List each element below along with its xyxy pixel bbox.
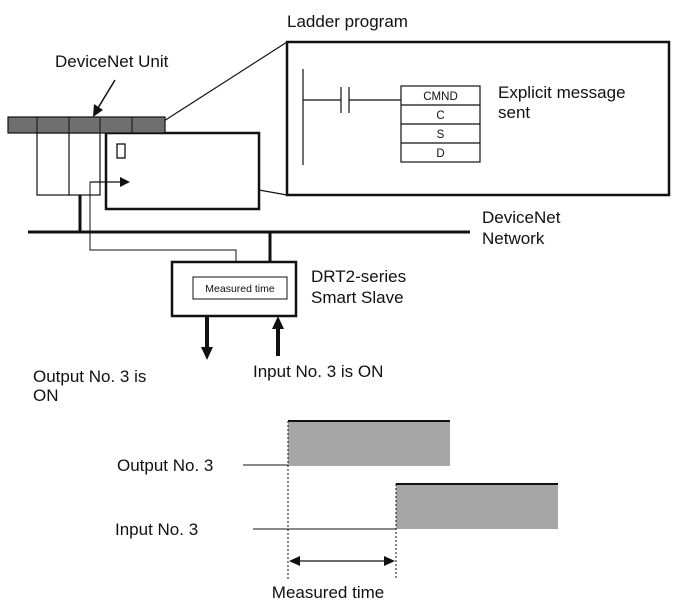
timing-input-label: Input No. 3 [115, 520, 198, 539]
output-on-label: Output No. 3 is [33, 367, 146, 386]
instruction-name: CMND [423, 91, 458, 103]
timing-measured-label: Measured time [272, 583, 384, 602]
slave-label-2: Smart Slave [311, 288, 404, 307]
measured-time-arrow-right [384, 556, 395, 566]
input-signal-pulse [396, 484, 558, 529]
ladder-panel [285, 40, 671, 197]
devicenet-unit-pointer-line [97, 79, 116, 109]
measured-time-box-label: Measured time [205, 283, 275, 295]
measured-time-arrow-left [289, 556, 300, 566]
plc-backplane-bar [7, 116, 166, 134]
devicenet-unit-module [68, 132, 101, 196]
explicit-message-label-2: sent [498, 103, 530, 122]
input-on-label: Input No. 3 is ON [253, 362, 383, 381]
devicenet-unit-label: DeviceNet Unit [55, 52, 169, 71]
cmnd-instruction-block: CMND C S D [400, 85, 481, 163]
program-memory-icon [116, 143, 126, 159]
unit-to-cpu-arrowhead [120, 177, 130, 187]
instruction-operand-c: C [436, 110, 444, 122]
devicenet-network-label: DeviceNet [482, 208, 561, 227]
ladder-program-title: Ladder program [287, 12, 408, 31]
measured-time-box [192, 276, 288, 300]
output-arrow-head [201, 347, 213, 360]
devicenet-network-label-2: Network [482, 229, 545, 248]
plc-unit-left [36, 132, 71, 196]
timing-output-label: Output No. 3 [117, 456, 213, 475]
instruction-operand-d: D [436, 148, 444, 160]
devicenet-unit-pointer-head [93, 104, 103, 117]
input-arrow-head [272, 316, 284, 329]
output-on-label-2: ON [33, 386, 59, 405]
cpu-unit [104, 131, 261, 211]
explicit-message-label: Explicit message [498, 83, 626, 102]
slave-label: DRT2-series [311, 267, 406, 286]
instruction-operand-s: S [437, 129, 445, 141]
output-signal-pulse [288, 421, 450, 466]
